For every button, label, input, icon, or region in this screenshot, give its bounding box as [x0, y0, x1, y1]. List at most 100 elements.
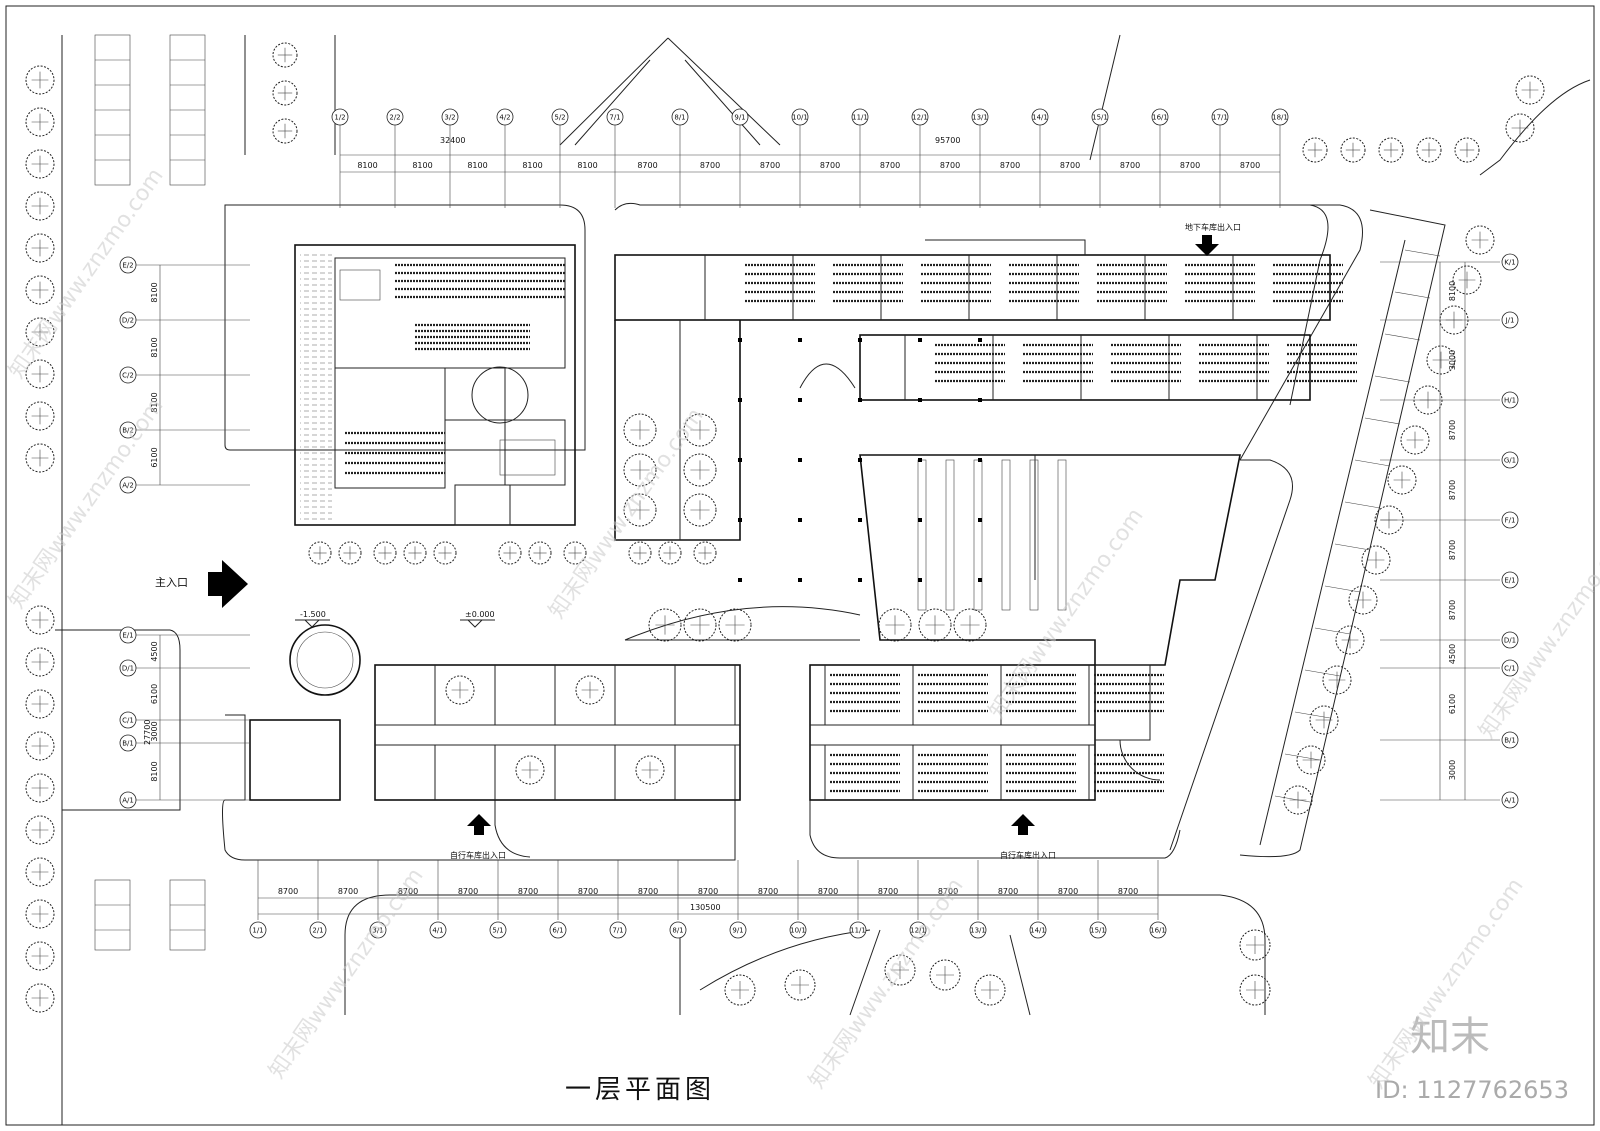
- axis-bubble-left: [119, 791, 137, 809]
- tree: [1309, 705, 1339, 735]
- dim-text-top: 8700: [1000, 161, 1020, 170]
- dim-text-bottom: 8700: [998, 887, 1018, 896]
- tree: [272, 42, 298, 68]
- tree: [1361, 545, 1391, 575]
- tree: [693, 541, 717, 565]
- library-shelf: [917, 459, 927, 611]
- tree: [628, 541, 652, 565]
- dim-text-top: 8700: [940, 161, 960, 170]
- level-marker-ground-symbol: [460, 619, 495, 628]
- axis-bubble-bottom-label: 11/1: [850, 927, 866, 935]
- column: [918, 338, 922, 342]
- dim-text-right: 8700: [1448, 480, 1457, 500]
- axis-grid-left: E/28100D/28100C/28100B/26100A/2E/14500D/…: [119, 256, 250, 809]
- axis-bubble-top-label: 17/1: [1212, 114, 1228, 122]
- axis-bubble-bottom: [969, 921, 987, 939]
- watermarks: 知末网www.znzmo.com 知末网www.znzmo.com 知末网www…: [4, 164, 1600, 1094]
- axis-bubble-top: [1031, 108, 1049, 126]
- axis-bubble-top: [791, 108, 809, 126]
- tree: [25, 899, 55, 929]
- parking-bays: [94, 34, 1441, 951]
- axis-grid-top: 1/281002/281003/281004/281005/281007/187…: [331, 108, 1289, 208]
- level-marker-ground: ±0.000: [465, 610, 495, 619]
- axis-bubble-bottom: [489, 921, 507, 939]
- tree: [658, 541, 682, 565]
- site-roads: [55, 34, 1591, 1125]
- column: [978, 578, 982, 582]
- dim-text-top: 8100: [412, 161, 432, 170]
- column: [738, 518, 742, 522]
- axis-bubble-right-label: B/1: [1504, 737, 1516, 745]
- level-marker-low-symbol: [295, 619, 330, 628]
- tree: [403, 541, 427, 565]
- axis-bubble-bottom: [669, 921, 687, 939]
- dim-text-bottom: 8700: [878, 887, 898, 896]
- column: [858, 338, 862, 342]
- column: [858, 578, 862, 582]
- classroom-seating: [345, 263, 1357, 793]
- parking-stall-line: [1304, 669, 1341, 677]
- dim-text-top: 8700: [1240, 161, 1260, 170]
- dim-text-top: 8100: [357, 161, 377, 170]
- axis-bubble-bottom-label: 8/1: [672, 927, 683, 935]
- tree: [528, 541, 552, 565]
- structural-columns: [738, 338, 982, 582]
- library-shelf: [973, 459, 983, 611]
- tree: [25, 815, 55, 845]
- parking-stall-line: [1374, 375, 1411, 383]
- total-dim-left: 27700: [143, 720, 152, 745]
- building-north-wing: [614, 239, 1331, 541]
- tree: [718, 608, 752, 642]
- total-dim-top-right: 95700: [935, 136, 960, 145]
- parking-stall-line: [1314, 627, 1351, 635]
- axis-bubble-left-label: C/2: [122, 372, 134, 380]
- tree: [1515, 75, 1545, 105]
- tree: [623, 493, 657, 527]
- dim-text-bottom: 8700: [458, 887, 478, 896]
- axis-bubble-left-label: E/2: [122, 262, 133, 270]
- axis-bubble-top-label: 16/1: [1152, 114, 1168, 122]
- main-entrance-arrow-icon: [208, 560, 248, 608]
- parking-stall-line: [1384, 333, 1421, 341]
- axis-bubble-right: [1501, 451, 1519, 469]
- axis-bubble-left-label: B/1: [122, 740, 134, 748]
- tree: [563, 541, 587, 565]
- library-shelf: [1057, 459, 1067, 611]
- axis-bubble-left-label: D/1: [122, 665, 134, 673]
- tree: [1465, 225, 1495, 255]
- axis-bubble-left: [119, 311, 137, 329]
- axis-bubble-left-label: A/2: [122, 482, 134, 490]
- column: [738, 578, 742, 582]
- tree: [25, 773, 55, 803]
- axis-bubble-left-label: E/1: [122, 632, 133, 640]
- axis-bubble-right-label: G/1: [1504, 457, 1516, 465]
- dim-text-right: 8700: [1448, 420, 1457, 440]
- tree: [623, 453, 657, 487]
- tree: [724, 974, 756, 1006]
- parking-stall-line: [1354, 459, 1391, 467]
- parking-stall-line: [1324, 585, 1361, 593]
- axis-bubble-right: [1501, 791, 1519, 809]
- tree: [308, 541, 332, 565]
- axis-bubble-left: [119, 476, 137, 494]
- tree: [25, 317, 55, 347]
- axis-bubble-bottom: [849, 921, 867, 939]
- tree: [784, 969, 816, 1001]
- bike-entrance-left-arrow-icon: [467, 814, 491, 835]
- axis-bubble-top-label: 18/1: [1272, 114, 1288, 122]
- tree: [1454, 137, 1480, 163]
- axis-bubble-left: [119, 626, 137, 644]
- dim-text-left: 8100: [150, 282, 159, 302]
- dim-text-left: 8100: [150, 337, 159, 357]
- column: [798, 578, 802, 582]
- axis-bubble-top: [386, 108, 404, 126]
- axis-bubble-bottom-label: 16/1: [1150, 927, 1166, 935]
- dim-text-top: 8700: [880, 161, 900, 170]
- axis-bubble-top-label: 5/2: [554, 114, 565, 122]
- tree: [683, 493, 717, 527]
- bike-entrance-right-label: 自行车库出入口: [1000, 850, 1056, 860]
- dim-text-top: 8700: [760, 161, 780, 170]
- dim-text-bottom: 8700: [938, 887, 958, 896]
- axis-bubble-top-label: 9/1: [734, 114, 745, 122]
- axis-bubble-left-label: B/2: [122, 427, 134, 435]
